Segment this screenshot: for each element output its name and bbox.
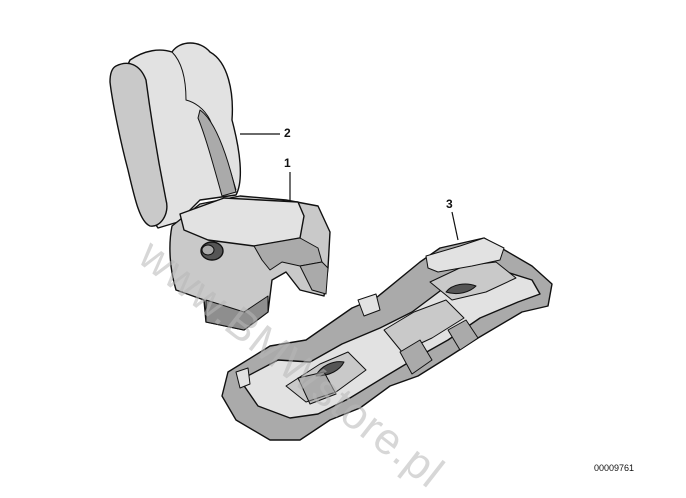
diagram-number: 00009761 [594, 463, 635, 473]
leader-line-3 [451, 211, 459, 241]
callout-3: 3 [446, 197, 453, 211]
seat-cushion [169, 195, 331, 331]
rear-seat-cushion [221, 237, 553, 441]
callout-1: 1 [284, 156, 291, 170]
seat-backrest [109, 42, 241, 229]
callout-2: 2 [284, 126, 291, 140]
parts-diagram [109, 42, 553, 441]
